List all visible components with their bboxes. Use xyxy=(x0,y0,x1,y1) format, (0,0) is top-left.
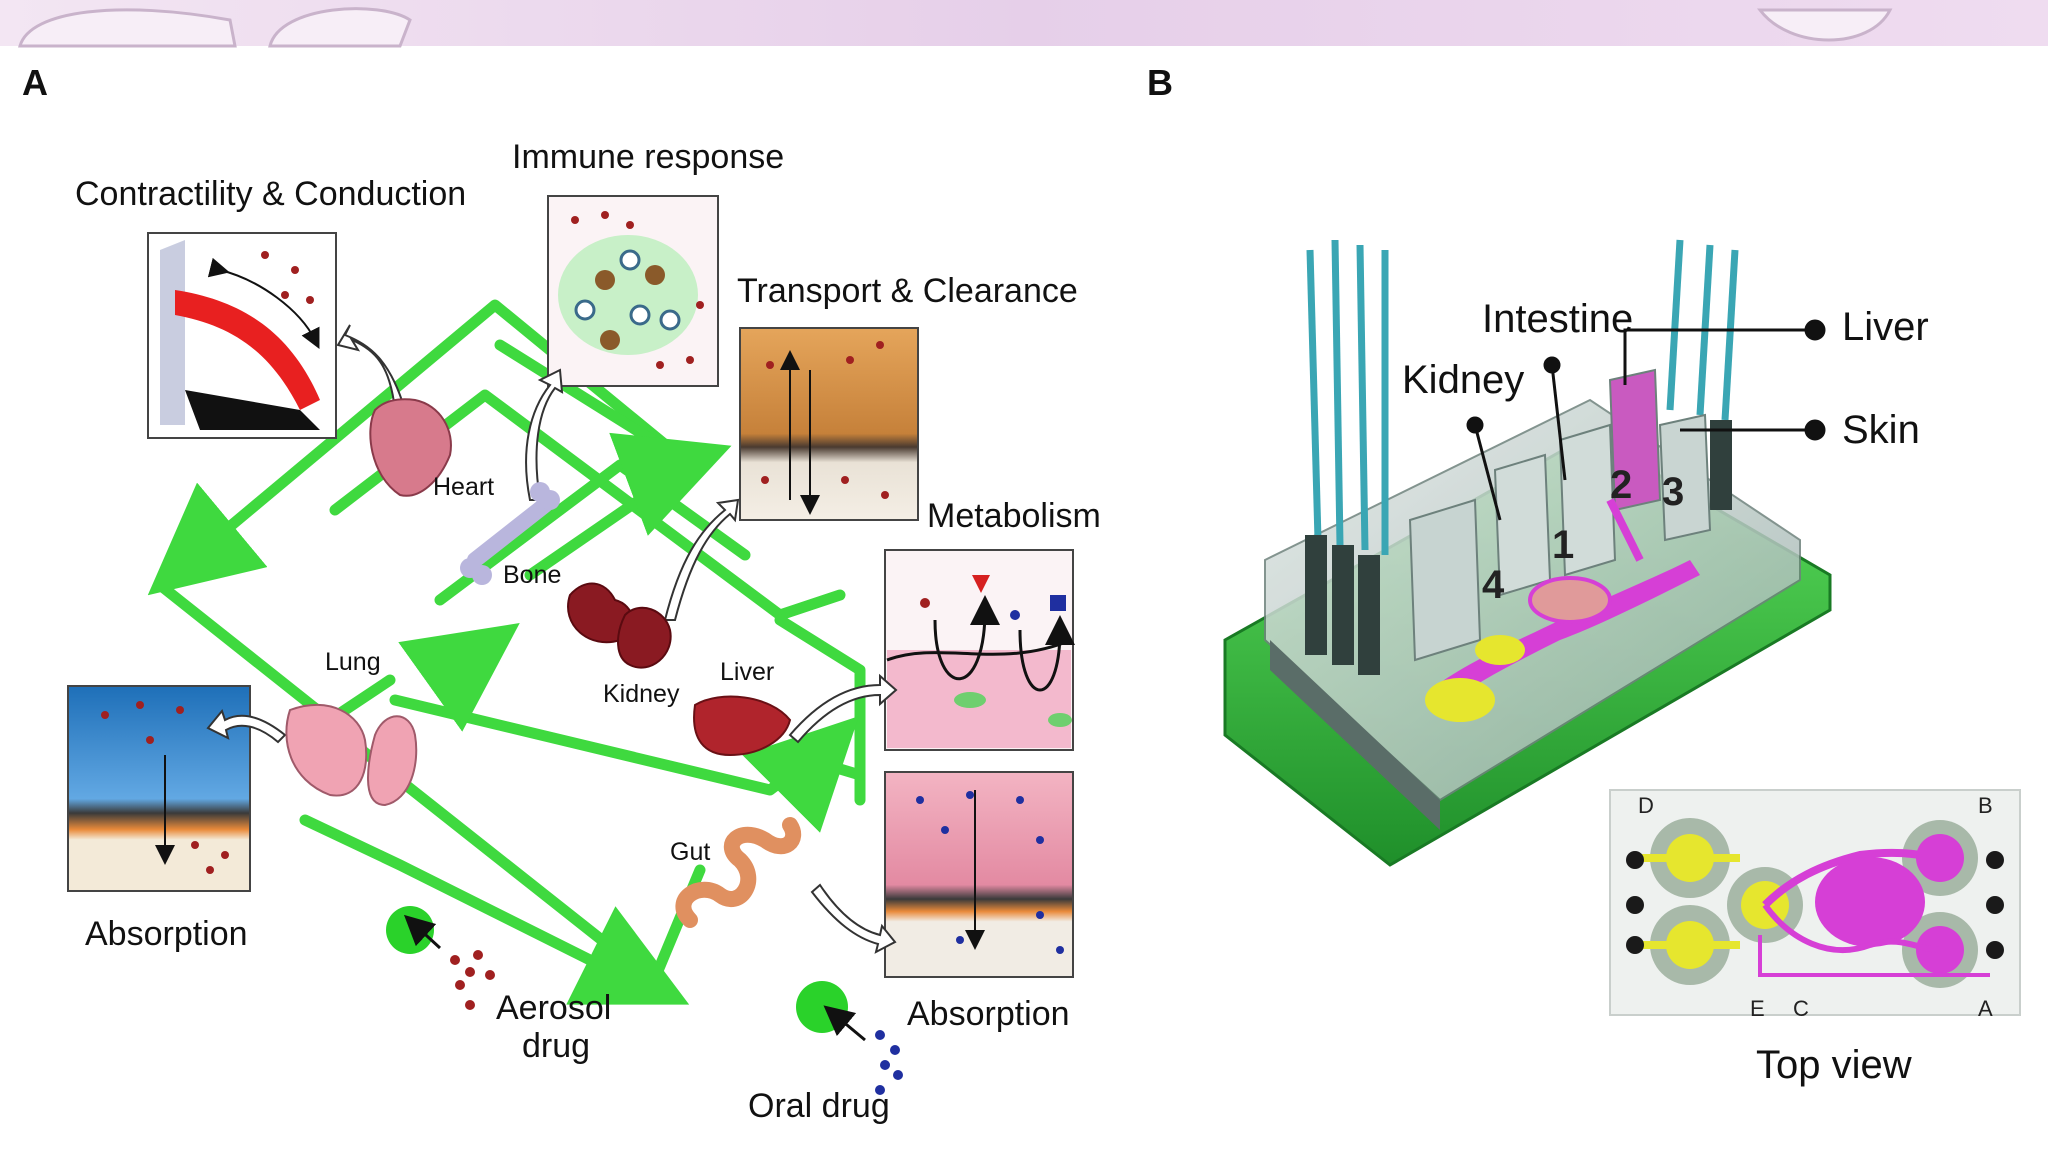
kidney-b-label: Kidney xyxy=(1402,358,1524,402)
panel-a-letter: A xyxy=(22,62,48,103)
leader-lines xyxy=(1466,319,1826,521)
gut-label: Gut xyxy=(670,838,710,866)
kidney-organ xyxy=(567,582,672,669)
callout-arrows xyxy=(206,324,898,954)
port-e: E xyxy=(1750,996,1765,1021)
port-b: B xyxy=(1978,793,1993,818)
skin-label: Skin xyxy=(1842,408,1920,452)
aerosol-label-line1: Aerosol xyxy=(496,989,611,1027)
contractility-inset xyxy=(147,232,337,439)
liver-b-label: Liver xyxy=(1842,305,1929,349)
top-view-label: Top view xyxy=(1756,1043,1912,1087)
kidney-label: Kidney xyxy=(603,680,680,708)
compartment-1: 1 xyxy=(1552,523,1574,567)
immune-inset xyxy=(547,195,719,387)
compartment-4: 4 xyxy=(1482,563,1505,607)
flow-arrows xyxy=(147,432,859,1005)
header-banner xyxy=(0,0,2048,48)
heart-organ xyxy=(369,398,452,497)
oral-drug-label: Oral drug xyxy=(748,1087,890,1125)
metabolism-label: Metabolism xyxy=(927,497,1101,535)
port-c: C xyxy=(1793,996,1809,1021)
contractility-label: Contractility & Conduction xyxy=(75,175,466,213)
oral-entry xyxy=(796,981,903,1095)
panel-b: B xyxy=(1147,62,2021,1087)
bone-label: Bone xyxy=(503,561,561,589)
gut-organ xyxy=(675,817,802,928)
liver-organ xyxy=(693,695,792,757)
top-view-diagram xyxy=(1609,789,2021,1016)
transport-label: Transport & Clearance xyxy=(737,272,1078,310)
immune-label: Immune response xyxy=(512,138,784,176)
panel-b-letter: B xyxy=(1147,62,1173,103)
transport-inset xyxy=(739,327,919,521)
lung-label: Lung xyxy=(325,648,381,676)
absorption-left-label: Absorption xyxy=(85,915,248,953)
bone-organ xyxy=(460,482,560,585)
port-a: A xyxy=(1978,996,1993,1021)
port-d: D xyxy=(1638,793,1654,818)
absorption-right-label: Absorption xyxy=(907,995,1070,1033)
compartment-3: 3 xyxy=(1662,470,1684,514)
intestine-label: Intestine xyxy=(1482,297,1633,341)
metabolism-inset xyxy=(884,549,1075,751)
lung-organ xyxy=(285,703,418,807)
absorption-right-inset xyxy=(884,771,1074,978)
compartment-2: 2 xyxy=(1610,463,1632,507)
chip-illustration xyxy=(1223,239,1832,867)
liver-label: Liver xyxy=(720,658,774,686)
aerosol-entry xyxy=(386,906,495,1010)
aerosol-label-line2: drug xyxy=(522,1027,590,1065)
heart-label: Heart xyxy=(433,473,494,501)
panel-a: A Contractility & Conduction xyxy=(22,62,1101,1125)
